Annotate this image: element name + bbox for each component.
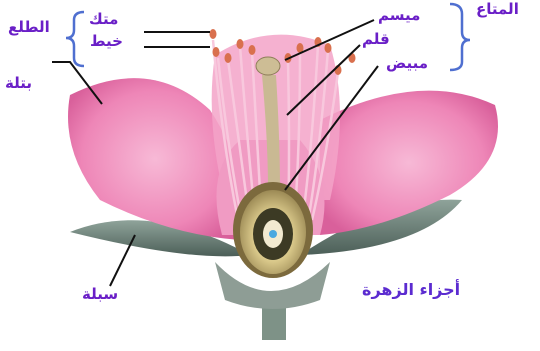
ovary-label: مبيض bbox=[386, 56, 428, 71]
stamen-bracket bbox=[66, 12, 84, 66]
pistil-label: المتاع bbox=[476, 2, 519, 17]
stamen-label: الطلع bbox=[8, 20, 50, 35]
anther-label: متك bbox=[89, 12, 118, 27]
pistil-bracket bbox=[450, 4, 470, 70]
petal-label: بتلة bbox=[5, 76, 32, 91]
filament-label: خيط bbox=[90, 34, 123, 49]
stigma bbox=[256, 57, 280, 75]
style-label: قلم bbox=[362, 32, 390, 47]
sepal-label: سبلة bbox=[82, 287, 118, 302]
ovule-center bbox=[269, 230, 277, 238]
stigma-label: ميسم bbox=[378, 8, 420, 23]
diagram-caption: أجزاء الزهرة bbox=[362, 282, 460, 298]
